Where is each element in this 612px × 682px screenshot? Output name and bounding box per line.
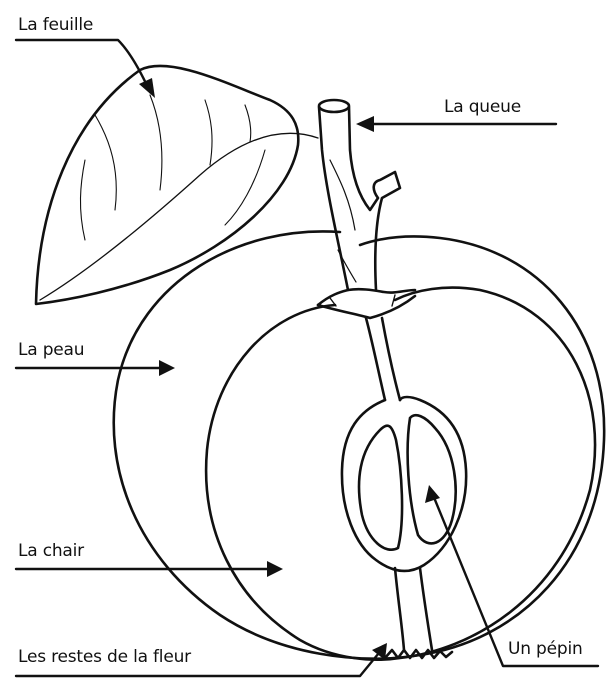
label-seed: Un pépin <box>508 639 583 659</box>
label-leaf: La feuille <box>18 15 93 35</box>
label-flower-remains: Les restes de la fleur <box>18 647 191 667</box>
core <box>342 318 466 650</box>
label-skin: La peau <box>18 340 84 360</box>
label-stem: La queue <box>444 97 521 117</box>
leaf <box>36 66 318 304</box>
label-flesh: La chair <box>18 541 84 561</box>
stem <box>318 100 415 318</box>
seeds <box>359 415 456 549</box>
